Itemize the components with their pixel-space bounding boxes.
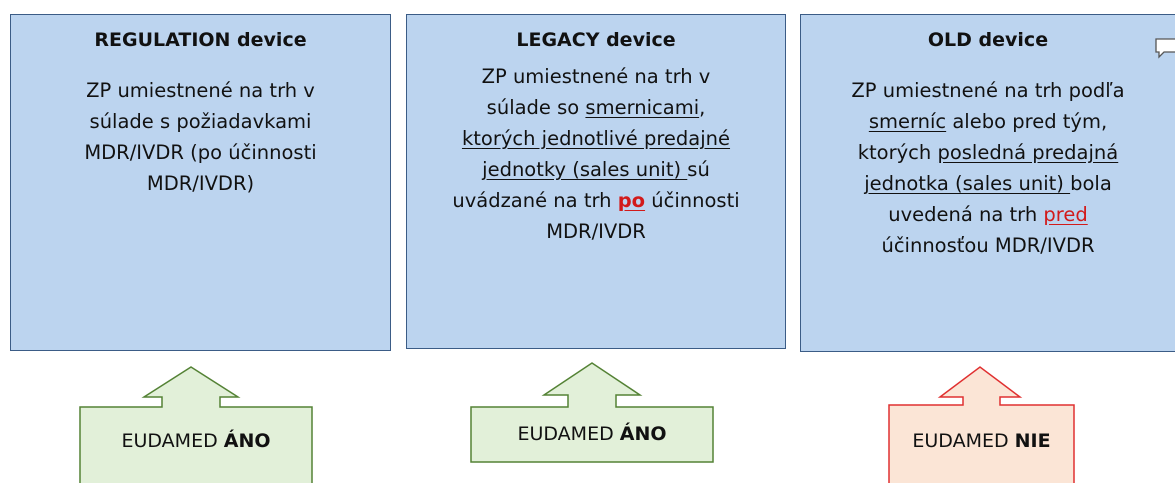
- body-line: ZP umiestnené na trh v: [481, 65, 711, 88]
- body-line: MDR/IVDR): [146, 172, 255, 195]
- body-line: uvedená na trh pred: [888, 203, 1088, 226]
- body-line: ZP umiestnené na trh v: [86, 79, 315, 102]
- eudamed-label: EUDAMED ÁNO: [517, 423, 667, 445]
- up-arrow-shape: [470, 362, 714, 463]
- body-line: smerníc alebo pred tým,: [868, 110, 1108, 133]
- up-arrow-shape: [79, 366, 313, 483]
- body-line: ktorých posledná predajná: [857, 141, 1119, 164]
- up-arrow-shape: [888, 366, 1075, 483]
- regulation-device-box: REGULATION device ZP umiestnené na trh v…: [10, 14, 391, 351]
- body-line: súlade s požiadavkami: [89, 110, 312, 133]
- body-line: MDR/IVDR: [546, 220, 646, 243]
- body-line: jednotky (sales unit) sú: [482, 158, 710, 181]
- body-line: MDR/IVDR (po účinnosti: [84, 141, 317, 164]
- box-title: OLD device: [927, 29, 1049, 51]
- body-line: ktorých jednotlivé predajné: [461, 127, 731, 150]
- comment-icon[interactable]: [1155, 38, 1175, 60]
- body-line: uvádzané na trh po účinnosti: [452, 189, 740, 212]
- body-line: súlade so smernicami,: [486, 96, 706, 119]
- body-line: jednotka (sales unit) bola: [864, 172, 1112, 195]
- body-line: ZP umiestnené na trh podľa: [851, 79, 1125, 102]
- eudamed-label: EUDAMED NIE: [912, 430, 1051, 452]
- box-title: REGULATION device: [94, 29, 307, 51]
- legacy-device-box: LEGACY device ZP umiestnené na trh v súl…: [406, 14, 786, 349]
- box-title: LEGACY device: [516, 29, 676, 51]
- eudamed-label: EUDAMED ÁNO: [121, 430, 271, 452]
- box-body: ZP umiestnené na trh podľa smerníc alebo…: [801, 75, 1175, 261]
- box-body: ZP umiestnené na trh v súlade so smernic…: [407, 61, 785, 247]
- old-device-box: OLD device ZP umiestnené na trh podľa sm…: [800, 14, 1175, 352]
- box-body: ZP umiestnené na trh v súlade s požiadav…: [11, 75, 390, 199]
- body-line: účinnosťou MDR/IVDR: [881, 234, 1095, 257]
